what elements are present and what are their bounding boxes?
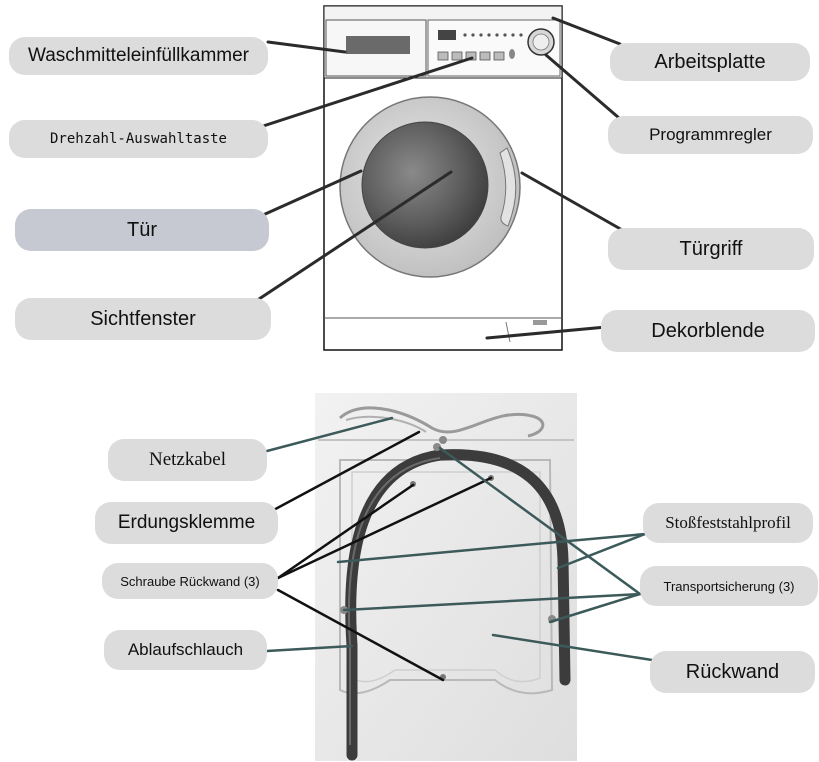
power-cable <box>338 406 545 438</box>
label-shock-profile: Stoßfeststahlprofil <box>643 503 813 543</box>
label-ground-clamp: Erdungsklemme <box>95 502 278 544</box>
ground-clamp <box>439 436 447 444</box>
label-program-knob: Programmregler <box>608 116 813 154</box>
display-window <box>438 30 456 40</box>
label-back-panel: Rückwand <box>650 651 815 693</box>
option-buttons <box>437 51 505 61</box>
drawer-handle <box>346 36 410 54</box>
indicator-dots <box>463 33 523 37</box>
label-viewing-window: Sichtfenster <box>15 298 271 340</box>
back-leader-lines <box>265 416 654 682</box>
plinth-latch <box>533 320 547 325</box>
label-worktop: Arbeitsplatte <box>610 43 810 81</box>
label-transport-bolt: Transportsicherung (3) <box>640 566 818 606</box>
door-window <box>361 121 489 249</box>
washer-leader-lines <box>254 16 630 340</box>
start-button <box>509 49 515 59</box>
program-knob-center <box>532 33 550 51</box>
washing-machine-back <box>315 393 577 761</box>
label-spin-button: Drehzahl-Auswahltaste <box>9 120 268 158</box>
label-detergent-drawer: Waschmitteleinfüllkammer <box>9 37 268 75</box>
door-handle <box>499 147 517 227</box>
label-door: Tür <box>15 209 269 251</box>
label-drain-hose: Ablaufschlauch <box>104 630 267 670</box>
label-decor-panel: Dekorblende <box>601 310 815 352</box>
label-power-cable: Netzkabel <box>108 439 267 481</box>
label-back-screw: Schraube Rückwand (3) <box>102 563 278 599</box>
plinth-clip <box>505 321 511 343</box>
label-door-handle: Türgriff <box>608 228 814 270</box>
washing-machine-front <box>323 5 563 351</box>
drain-hose <box>345 449 571 761</box>
back-panel-inner <box>351 471 541 683</box>
